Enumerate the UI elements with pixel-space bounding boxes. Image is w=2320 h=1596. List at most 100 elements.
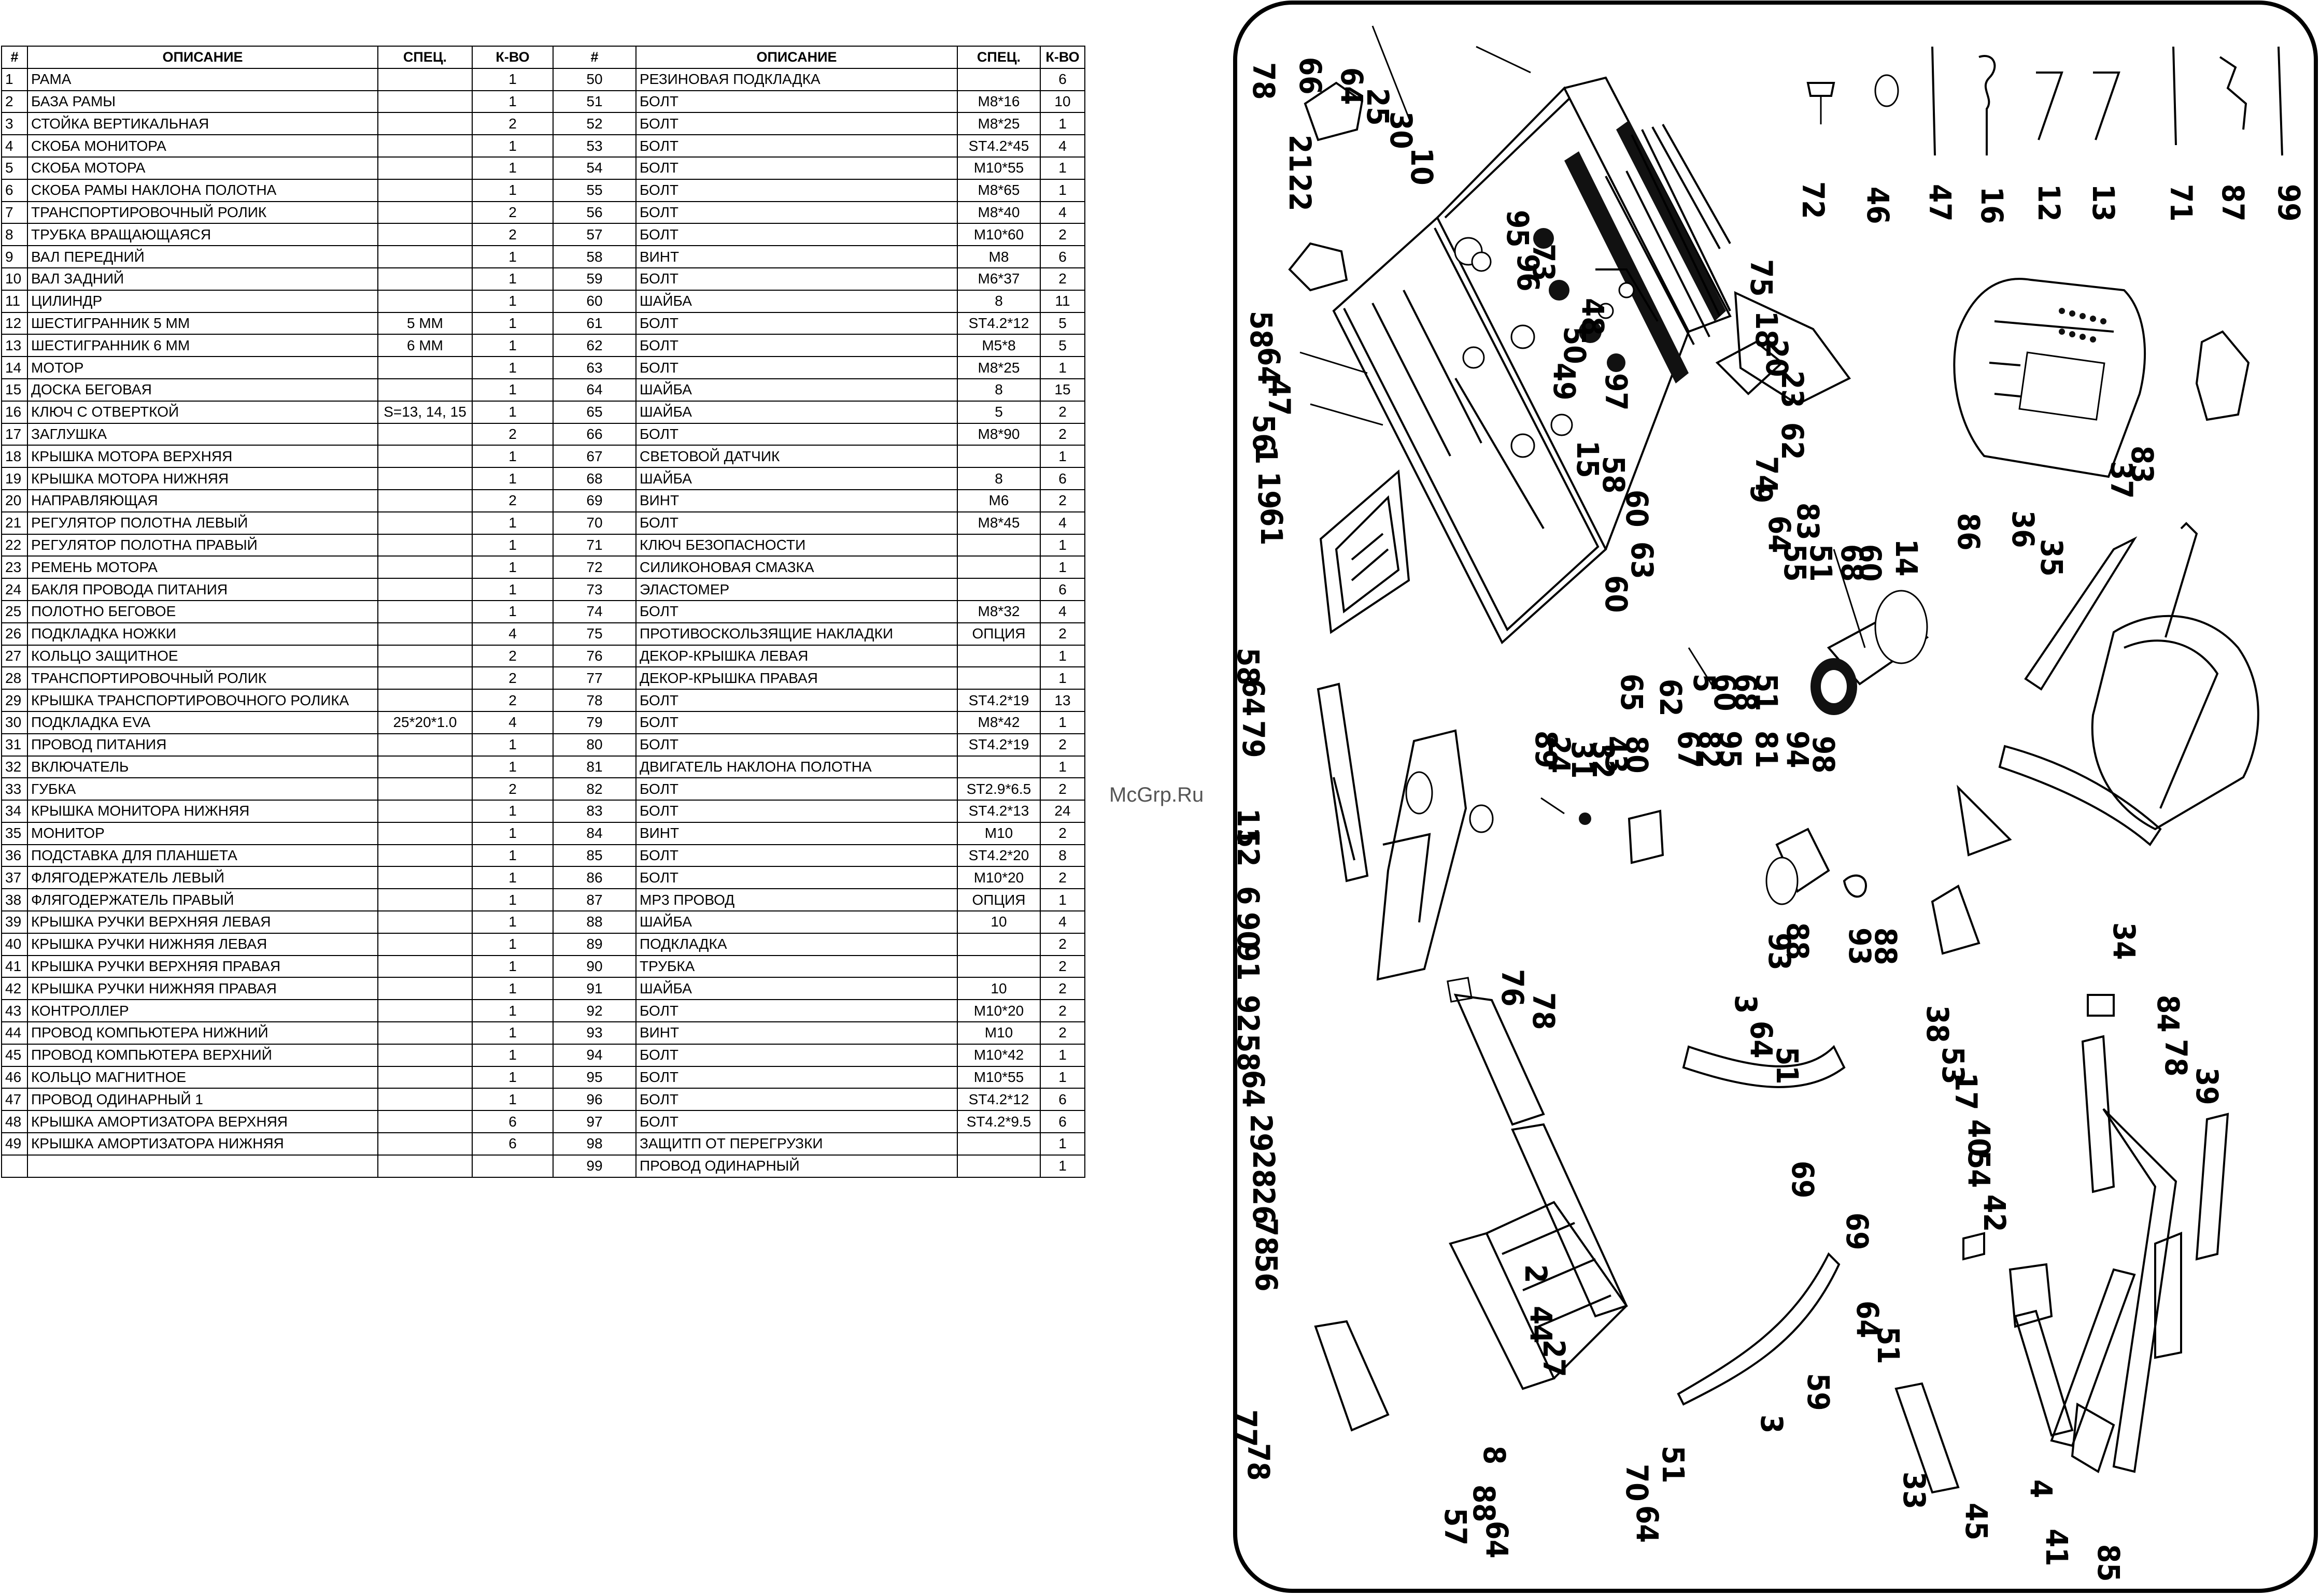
table-cell: ВИНТ (635, 245, 958, 268)
table-cell: 4 (1040, 600, 1085, 623)
table-cell: БОЛТ (635, 733, 958, 757)
table-cell: ШАЙБА (635, 910, 958, 934)
callout-label: 24 (1541, 736, 1577, 774)
table-cell: 6 (1040, 1088, 1085, 1112)
table-cell: 4 (1040, 134, 1085, 158)
table-cell: 1 (472, 866, 554, 890)
table-cell (957, 555, 1041, 579)
table-cell: M8*65 (957, 178, 1041, 202)
table-cell (957, 932, 1041, 956)
table-cell: M6*37 (957, 267, 1041, 291)
table-cell: 6 (472, 1110, 554, 1134)
table-cell: 2 (1040, 999, 1085, 1023)
table-cell: РАМА (27, 67, 378, 91)
callout-label: 57 (1438, 1508, 1473, 1546)
callout-label: 19 (1251, 472, 1286, 509)
callout-label: 60 (1619, 490, 1654, 528)
table-cell: ДЕКОР-КРЫШКА ПРАВАЯ (635, 666, 958, 690)
callout-label: 64 (1744, 1021, 1779, 1059)
callout-label: 95 (1713, 731, 1748, 768)
table-cell: ВИНТ (635, 1021, 958, 1045)
table-cell: 1 (1040, 666, 1085, 690)
callout-label: 68 (1728, 674, 1763, 711)
table-cell: 15 (1, 378, 28, 402)
callout-label: 80 (1619, 736, 1654, 774)
lift-assembly-part (1317, 682, 1473, 1003)
table-cell: 92 (553, 999, 636, 1023)
table-cell (377, 156, 473, 180)
callout-label: 97 (1598, 373, 1634, 411)
callout-label: 56 (1246, 415, 1281, 452)
table-cell: ВАЛ ПЕРЕДНИЙ (27, 245, 378, 268)
table-cell: ПОДКЛАДКА EVA (27, 710, 378, 734)
callout-label: 91 (1233, 943, 1266, 981)
table-cell: 4 (1, 134, 28, 158)
table-cell: 1 (472, 1088, 554, 1112)
table-cell: 45 (1, 1043, 28, 1067)
table-cell: 2 (472, 201, 554, 224)
table-cell: БОЛТ (635, 866, 958, 890)
table-cell: ST4.2*45 (957, 134, 1041, 158)
table-cell: 99 (553, 1154, 636, 1178)
table-cell: ВКЛЮЧАТЕЛЬ (27, 755, 378, 779)
callout-label: 67 (1671, 731, 1706, 768)
callout-label: 4 (2024, 1479, 2059, 1498)
table-cell: КОНТРОЛЛЕР (27, 999, 378, 1023)
table-cell (377, 467, 473, 490)
table-cell: 2 (1040, 977, 1085, 1001)
table-cell: 22 (1, 533, 28, 557)
table-cell (377, 289, 473, 313)
table-cell: 95 (553, 1065, 636, 1089)
table-cell: 16 (1, 400, 28, 424)
callout-label: 82 (1692, 731, 1727, 768)
table-cell: СКОБА МОТОРА (27, 156, 378, 180)
callout-label: 1 (1249, 446, 1284, 464)
callout-label: 31 (1565, 741, 1600, 779)
table-cell: 1 (472, 954, 554, 978)
column-header: ОПИСАНИЕ (27, 46, 378, 69)
table-cell: 56 (553, 201, 636, 224)
table-cell (377, 1021, 473, 1045)
watermark-text: McGrp.Ru (1109, 783, 1204, 806)
table-cell: 9 (1, 245, 28, 268)
table-cell (957, 1154, 1041, 1178)
table-cell: БОЛТ (635, 1043, 958, 1067)
table-cell: 88 (553, 910, 636, 934)
callout-label: 83 (2125, 446, 2160, 483)
table-cell: 47 (1, 1088, 28, 1112)
table-cell: 1 (472, 289, 554, 313)
callout-label: 69 (1840, 1213, 1875, 1250)
table-cell: 52 (553, 112, 636, 136)
callout-label: 36 (2005, 510, 2041, 548)
table-cell: БОЛТ (635, 223, 958, 247)
table-cell: 1 (472, 311, 554, 335)
table-cell: ОПЦИЯ (957, 622, 1041, 646)
callout-label: 37 (2104, 461, 2139, 499)
table-cell: 1 (472, 378, 554, 402)
table-cell: 4 (472, 622, 554, 646)
table-cell: 44 (1, 1021, 28, 1045)
table-cell: БОЛТ (635, 1065, 958, 1089)
table-cell: 4 (1040, 910, 1085, 934)
callout-label: 58 (1243, 311, 1279, 349)
table-cell (377, 489, 473, 512)
callout-label: 35 (2034, 539, 2069, 577)
table-cell: ПОЛОТНО БЕГОВОЕ (27, 600, 378, 623)
callout-label: 14 (1889, 539, 1924, 577)
table-cell: 17 (1, 422, 28, 446)
table-cell: 62 (553, 334, 636, 358)
table-cell: СКОБА РАМЫ НАКЛОНА ПОЛОТНА (27, 178, 378, 202)
table-cell: 94 (553, 1043, 636, 1067)
table-cell: MP3 ПРОВОД (635, 888, 958, 912)
table-cell: 6 (1040, 578, 1085, 601)
table-cell (377, 1154, 473, 1178)
callout-label: 12 (2031, 184, 2067, 222)
callout-label: 11 (1233, 808, 1266, 846)
callout-label: 51 (1656, 1446, 1691, 1484)
callout-label: 40 (1961, 1119, 1997, 1157)
callout-label: 77 (1233, 1409, 1263, 1447)
